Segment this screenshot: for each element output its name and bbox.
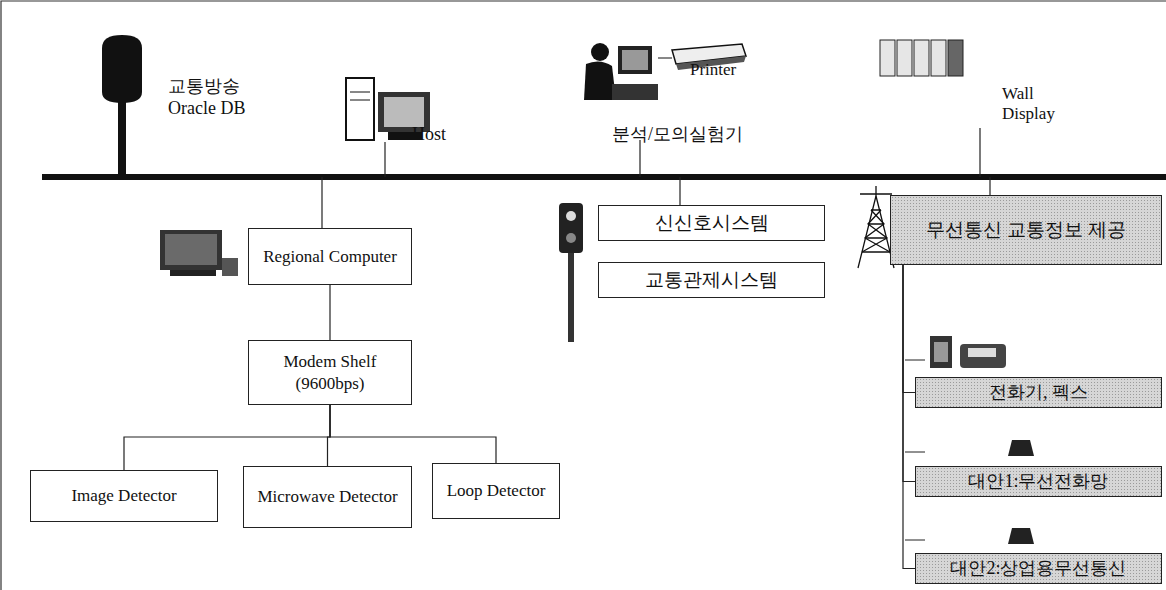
traffic-signal-icon <box>559 203 583 342</box>
modem-box: Modem Shelf (9600bps) <box>248 340 412 405</box>
connector-line <box>903 265 915 393</box>
option-box: 대안1:무선전화망 <box>915 466 1162 497</box>
device-label: 교통방송 Oracle DB <box>168 76 268 119</box>
wall-display-icon <box>880 40 963 76</box>
detector-box: Image Detector <box>30 470 218 522</box>
connector-line <box>903 265 915 569</box>
antenna-tower-icon <box>858 186 894 268</box>
box-text: Microwave Detector <box>257 486 397 507</box>
broadcast-db-icon <box>102 35 142 177</box>
box-text: Modem Shelf (9600bps) <box>255 351 405 394</box>
device-label: Wall Display <box>1002 84 1076 125</box>
computer-box: Regional Computer <box>248 228 412 285</box>
network-bus <box>42 174 1166 180</box>
system-box: 신신호시스템 <box>598 205 825 241</box>
box-text: 신신호시스템 <box>655 211 769 235</box>
device-label: Host <box>412 124 446 146</box>
phone-fax-icon <box>905 336 1006 368</box>
box-text: Image Detector <box>71 485 176 506</box>
box-text: 교통관제시스템 <box>645 268 778 292</box>
workstation-icon <box>584 43 672 100</box>
box-text: Regional Computer <box>263 246 397 267</box>
connector-line <box>330 405 496 463</box>
option-box: 대안2:상업용무선통신 <box>915 553 1162 584</box>
box-text: 전화기, 펙스 <box>989 381 1088 404</box>
detector-box: Microwave Detector <box>243 466 412 528</box>
box-text: Loop Detector <box>447 480 546 501</box>
system-box: 교통관제시스템 <box>598 262 825 298</box>
box-text: 무선통신 교통정보 제공 <box>926 218 1126 242</box>
connector-line <box>124 405 330 470</box>
option-box: 전화기, 펙스 <box>915 377 1162 408</box>
service-box: 무선통신 교통정보 제공 <box>890 195 1162 265</box>
connector-line <box>903 265 915 482</box>
box-text: 대안1:무선전화망 <box>968 470 1108 493</box>
regional-pc-icon <box>160 230 238 276</box>
device-label: 분석/모의실험기 <box>612 124 743 146</box>
device-label: Printer <box>690 60 736 80</box>
detector-box: Loop Detector <box>432 463 560 519</box>
connector-line <box>329 285 330 340</box>
box-text: 대안2:상업용무선통신 <box>950 557 1126 580</box>
